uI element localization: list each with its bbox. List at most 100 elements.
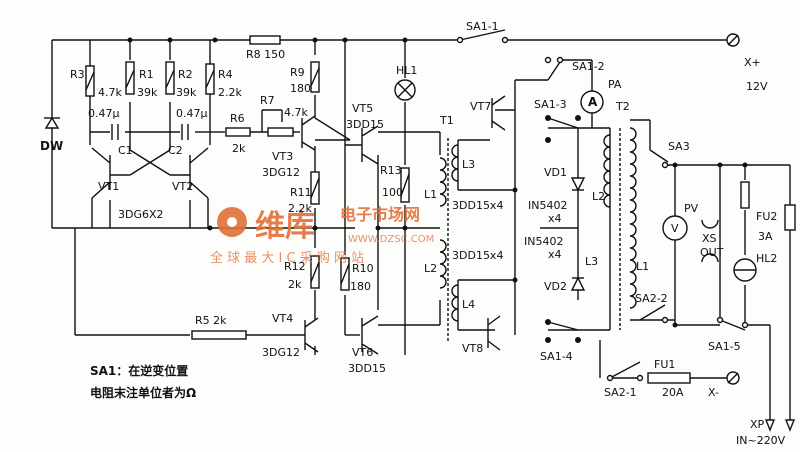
label-l3b: L3 bbox=[585, 255, 598, 268]
switch-sa3 bbox=[649, 149, 669, 163]
label-vt78-type-b: 3DD15x4 bbox=[452, 249, 503, 262]
label-vd1-qty: x4 bbox=[548, 212, 562, 225]
diode-vd2 bbox=[570, 276, 586, 291]
label-dw: DW bbox=[40, 139, 63, 153]
label-vd2: VD2 bbox=[544, 280, 567, 293]
wiring bbox=[51, 39, 791, 420]
label-r5: R5 2k bbox=[195, 314, 227, 327]
ammeter-symbol: A bbox=[588, 95, 598, 109]
label-x-plus-voltage: 12V bbox=[746, 80, 768, 93]
switch-sa1-4 bbox=[547, 321, 579, 331]
watermark-slogan: 全 球 最 大 I C 采 购 网 站 bbox=[210, 250, 364, 266]
watermark-logo-text: 维库 bbox=[255, 209, 315, 244]
label-vd1: VD1 bbox=[544, 166, 567, 179]
label-x-plus: X+ bbox=[744, 56, 761, 69]
label-r11: R11 bbox=[290, 186, 312, 199]
terminal-x-minus bbox=[726, 371, 740, 385]
label-vd2-qty: x4 bbox=[548, 248, 562, 261]
label-l2a: L2 bbox=[424, 262, 437, 275]
label-t1: T1 bbox=[439, 114, 454, 127]
ammeter-pa bbox=[580, 90, 604, 114]
label-l3a: L3 bbox=[462, 158, 475, 171]
label-vd2-type: IN5402 bbox=[524, 235, 563, 248]
resistor-r5 bbox=[191, 330, 247, 340]
label-l4a: L4 bbox=[462, 298, 475, 311]
switch-sa1-5 bbox=[719, 319, 746, 331]
label-r12: R12 bbox=[284, 260, 306, 273]
watermark-title: 电子市场网 bbox=[340, 205, 420, 224]
label-c1-value: 0.47μ bbox=[88, 107, 120, 120]
label-hl1: HL1 bbox=[396, 64, 417, 77]
label-vt4: VT4 bbox=[272, 312, 293, 325]
label-vt3-type: 3DG12 bbox=[262, 166, 300, 179]
label-fu1-value: 20A bbox=[662, 386, 684, 399]
socket-xs bbox=[701, 219, 719, 263]
label-x-minus: X- bbox=[708, 386, 719, 399]
label-vt1: VT1 bbox=[98, 180, 119, 193]
label-pa: PA bbox=[608, 78, 622, 91]
label-r7: R7 bbox=[260, 94, 275, 107]
label-sa2-2: SA2-2 bbox=[635, 292, 668, 305]
label-r10-value: 180 bbox=[350, 280, 371, 293]
note-line-1: SA1：在逆变位置 bbox=[90, 364, 189, 378]
terminal-x-plus bbox=[726, 33, 740, 47]
label-hl2: HL2 bbox=[756, 252, 777, 265]
label-vt4-type: 3DG12 bbox=[262, 346, 300, 359]
label-vt6-type: 3DD15 bbox=[348, 362, 386, 375]
lamp-hl2 bbox=[733, 258, 757, 282]
label-fu1: FU1 bbox=[654, 358, 675, 371]
label-r12-value: 2k bbox=[288, 278, 302, 291]
label-r2: R2 bbox=[178, 68, 193, 81]
switch-sa1-1 bbox=[459, 29, 506, 41]
label-c2: C2 bbox=[168, 144, 183, 157]
plug-xp bbox=[764, 419, 796, 432]
label-vt3: VT3 bbox=[272, 150, 293, 163]
transformer-t1 bbox=[439, 138, 459, 342]
voltmeter-pv bbox=[662, 215, 688, 241]
label-r4-value: 2.2k bbox=[218, 86, 242, 99]
label-xp: XP bbox=[750, 418, 765, 431]
voltmeter-symbol: V bbox=[671, 222, 679, 235]
label-sa1-4: SA1-4 bbox=[540, 350, 573, 363]
label-l2b: L2 bbox=[592, 190, 605, 203]
label-sa3: SA3 bbox=[668, 140, 690, 153]
zener-dw bbox=[44, 116, 60, 129]
label-r10: R10 bbox=[352, 262, 374, 275]
label-r3-value: 4.7k bbox=[98, 86, 122, 99]
labels: R3 4.7k R1 39k R2 39k R4 2.2k R8 150 R6 … bbox=[40, 20, 786, 447]
label-l1a: L1 bbox=[424, 188, 437, 201]
switch-sa2-1 bbox=[609, 361, 641, 379]
label-r7-value: 4.7k bbox=[284, 106, 308, 119]
label-vt5: VT5 bbox=[352, 102, 373, 115]
label-vt2: VT2 bbox=[172, 180, 193, 193]
label-l1b: L1 bbox=[636, 260, 649, 273]
fuse-fu2 bbox=[784, 204, 796, 231]
label-sa1-1: SA1-1 bbox=[466, 20, 499, 33]
capacitors bbox=[111, 124, 189, 140]
transistors bbox=[91, 95, 506, 355]
label-sa2-1: SA2-1 bbox=[604, 386, 637, 399]
label-vd1-type: IN5402 bbox=[528, 199, 567, 212]
note-line-2: 电阻末注单位者为Ω bbox=[90, 386, 197, 400]
label-r6-value: 2k bbox=[232, 142, 246, 155]
watermark-url: WWW.DZSC.COM bbox=[348, 234, 434, 245]
diode-vd1 bbox=[570, 177, 586, 192]
label-r9-value: 180 bbox=[290, 82, 311, 95]
junction-dots bbox=[127, 37, 748, 328]
label-r9: R9 bbox=[290, 66, 305, 79]
label-r13: R13 bbox=[380, 164, 402, 177]
label-r6: R6 bbox=[230, 112, 245, 125]
lamp-hl1 bbox=[394, 79, 416, 101]
label-c2-value: 0.47μ bbox=[176, 107, 208, 120]
label-xp-voltage: IN~220V bbox=[736, 434, 786, 447]
watermark: 维库 电子市场网 WWW.DZSC.COM 全 球 最 大 I C 采 购 网 … bbox=[210, 205, 434, 266]
label-vt78-type-a: 3DD15x4 bbox=[452, 199, 503, 212]
label-sa1-2: SA1-2 bbox=[572, 60, 605, 73]
label-r11-value: 2.2k bbox=[288, 202, 312, 215]
label-r2-value: 39k bbox=[176, 86, 197, 99]
label-sa1-5: SA1-5 bbox=[708, 340, 741, 353]
label-r1: R1 bbox=[139, 68, 154, 81]
switch-sa1-2 bbox=[547, 61, 561, 81]
